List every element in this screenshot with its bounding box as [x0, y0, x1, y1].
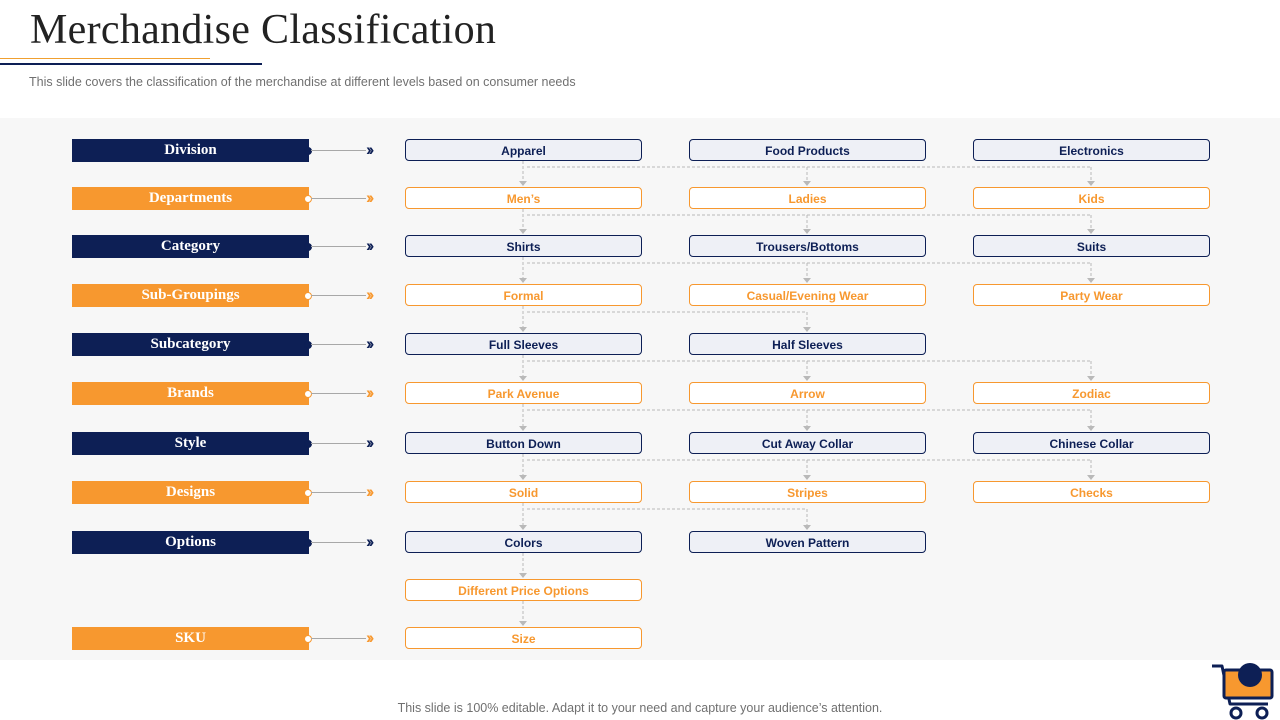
node-electronics: Electronics — [973, 139, 1210, 161]
node-trousers-bottoms: Trousers/Bottoms — [689, 235, 926, 257]
connector-arrowhead — [519, 181, 527, 186]
level-label-category: Category — [72, 235, 309, 258]
double-chevron-icon: ›› — [366, 140, 374, 159]
double-chevron-icon: ›› — [366, 532, 374, 551]
connector-arrowhead — [803, 278, 811, 283]
title-underline-navy — [0, 63, 262, 65]
double-chevron-icon: ›› — [366, 285, 374, 304]
connector-arrowhead — [803, 525, 811, 530]
double-chevron-icon: ›› — [366, 334, 374, 353]
level-connector-line — [311, 492, 366, 493]
node-casual-evening-wear: Casual/Evening Wear — [689, 284, 926, 306]
connector-arrowhead — [803, 376, 811, 381]
connector-arrowhead — [519, 278, 527, 283]
level-connector-line — [311, 638, 366, 639]
level-label-brands: Brands — [72, 382, 309, 405]
level-connector-dot — [304, 243, 312, 251]
level-label-division: Division — [72, 139, 309, 162]
node-solid: Solid — [405, 481, 642, 503]
connector-arrowhead — [519, 573, 527, 578]
node-checks: Checks — [973, 481, 1210, 503]
level-connector-line — [311, 443, 366, 444]
level-connector-dot — [304, 147, 312, 155]
node-park-avenue: Park Avenue — [405, 382, 642, 404]
level-connector-dot — [304, 539, 312, 547]
level-connector-line — [311, 150, 366, 151]
double-chevron-icon: ›› — [366, 628, 374, 647]
connector-arrowhead — [1087, 229, 1095, 234]
shopping-cart-icon — [1212, 663, 1274, 720]
node-colors: Colors — [405, 531, 642, 553]
connector-arrowhead — [519, 475, 527, 480]
connector-arrowhead — [519, 525, 527, 530]
connector-arrowhead — [803, 475, 811, 480]
level-connector-line — [311, 393, 366, 394]
level-label-sku: SKU — [72, 627, 309, 650]
level-label-options: Options — [72, 531, 309, 554]
level-connector-dot — [304, 440, 312, 448]
title-underline-gold — [0, 58, 210, 59]
node-full-sleeves: Full Sleeves — [405, 333, 642, 355]
node-apparel: Apparel — [405, 139, 642, 161]
level-label-style: Style — [72, 432, 309, 455]
level-connector-dot — [304, 292, 312, 300]
connector-arrowhead — [519, 621, 527, 626]
connector-arrowhead — [803, 327, 811, 332]
double-chevron-icon: ›› — [366, 482, 374, 501]
double-chevron-icon: ›› — [366, 433, 374, 452]
node-ladies: Ladies — [689, 187, 926, 209]
node-stripes: Stripes — [689, 481, 926, 503]
level-connector-line — [311, 246, 366, 247]
double-chevron-icon: ›› — [366, 383, 374, 402]
level-connector-dot — [304, 195, 312, 203]
level-connector-dot — [304, 635, 312, 643]
double-chevron-icon: ›› — [366, 236, 374, 255]
node-zodiac: Zodiac — [973, 382, 1210, 404]
level-connector-line — [311, 542, 366, 543]
node-woven-pattern: Woven Pattern — [689, 531, 926, 553]
node-cut-away-collar: Cut Away Collar — [689, 432, 926, 454]
connector-arrowhead — [1087, 376, 1095, 381]
node-kids: Kids — [973, 187, 1210, 209]
node-suits: Suits — [973, 235, 1210, 257]
level-connector-dot — [304, 489, 312, 497]
connector-arrowhead — [1087, 278, 1095, 283]
level-connector-line — [311, 295, 366, 296]
node-size: Size — [405, 627, 642, 649]
connector-arrowhead — [1087, 475, 1095, 480]
level-label-designs: Designs — [72, 481, 309, 504]
node-half-sleeves: Half Sleeves — [689, 333, 926, 355]
node-different-price-options: Different Price Options — [405, 579, 642, 601]
connector-arrowhead — [803, 229, 811, 234]
connector-arrowhead — [519, 426, 527, 431]
level-label-sub-groupings: Sub-Groupings — [72, 284, 309, 307]
connector-arrowhead — [519, 376, 527, 381]
connector-arrowhead — [519, 327, 527, 332]
node-party-wear: Party Wear — [973, 284, 1210, 306]
node-button-down: Button Down — [405, 432, 642, 454]
connector-arrowhead — [1087, 426, 1095, 431]
connector-arrowhead — [519, 229, 527, 234]
connector-arrowhead — [803, 426, 811, 431]
node-formal: Formal — [405, 284, 642, 306]
connector-arrowhead — [803, 181, 811, 186]
slide-footer: This slide is 100% editable. Adapt it to… — [397, 701, 883, 715]
level-connector-line — [311, 344, 366, 345]
level-connector-line — [311, 198, 366, 199]
double-chevron-icon: ›› — [366, 188, 374, 207]
node-arrow: Arrow — [689, 382, 926, 404]
connector-arrowhead — [1087, 181, 1095, 186]
slide-title: Merchandise Classification — [30, 7, 497, 53]
node-chinese-collar: Chinese Collar — [973, 432, 1210, 454]
level-label-subcategory: Subcategory — [72, 333, 309, 356]
node-men-s: Men’s — [405, 187, 642, 209]
slide-subtitle: This slide covers the classification of … — [29, 75, 576, 89]
level-label-departments: Departments — [72, 187, 309, 210]
node-food-products: Food Products — [689, 139, 926, 161]
node-shirts: Shirts — [405, 235, 642, 257]
level-connector-dot — [304, 390, 312, 398]
level-connector-dot — [304, 341, 312, 349]
